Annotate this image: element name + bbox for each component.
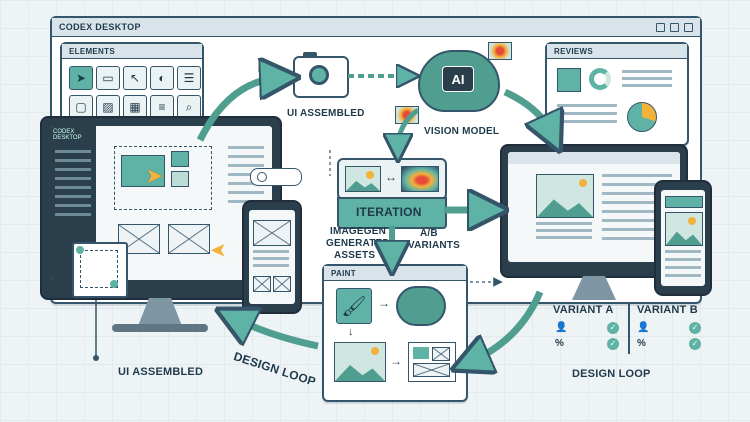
window-title: CODEX DESKTOP — [59, 22, 141, 32]
arrow-paint-to-monitor — [234, 318, 319, 350]
elements-panel-titlebar: ELEMENTS — [62, 44, 202, 59]
variant-divider — [628, 304, 630, 354]
rectangle-tool-icon[interactable]: ▭ — [96, 66, 120, 90]
right-phone-screen — [661, 190, 705, 286]
monitor-title: CODEX DESKTOP — [53, 129, 82, 141]
ellipse-tool-icon[interactable]: ◐ — [150, 66, 174, 90]
left-phone — [242, 200, 302, 314]
left-phone-screen — [249, 210, 295, 304]
review-thumb — [557, 68, 581, 92]
canvas-placeholder-2 — [168, 224, 210, 254]
paintbrush-icon: 🖌 — [336, 288, 372, 324]
monitor-base — [112, 324, 208, 332]
ab-label-1: A/B — [420, 228, 438, 239]
imagegen-label-1: IMAGEGEN — [330, 226, 387, 237]
percent-b: % — [637, 338, 647, 349]
paint-brain-icon — [396, 286, 446, 326]
design-loop-right-label: DESIGN LOOP — [572, 368, 651, 380]
iteration-image-thumb — [345, 166, 381, 192]
left-monitor: CODEX DESKTOP ➤ ➤ — [40, 116, 282, 332]
review-lines — [622, 70, 672, 88]
imagegen-label-2: GENERATED — [326, 238, 390, 249]
select-tool-icon[interactable]: ➤ — [69, 66, 93, 90]
heatmap-icon — [401, 166, 439, 192]
arrow-brain-to-iteration — [398, 107, 420, 148]
arrow-monitor-to-camera — [196, 78, 280, 142]
swap-icon: ↔ — [385, 170, 397, 184]
cursor-icon: ➤ — [145, 163, 164, 188]
right-screen-image-a — [536, 174, 594, 218]
review-donut-icon — [589, 68, 611, 90]
window-titlebar: CODEX DESKTOP — [52, 18, 700, 37]
close-button[interactable] — [684, 22, 693, 32]
ui-assembled-top-label: UI ASSEMBLED — [287, 108, 365, 119]
iteration-panel: ↔ — [337, 158, 447, 200]
grid-tool-icon[interactable]: ▦ — [123, 95, 147, 119]
paint-arrow-right-2: → — [390, 354, 402, 368]
paint-arrow-down: ↓ — [348, 326, 354, 338]
right-phone — [654, 180, 712, 296]
variant-a-label: VARIANT A — [553, 304, 614, 316]
review-text-lines — [557, 104, 617, 128]
vision-model-label: VISION MODEL — [424, 126, 500, 137]
ai-badge: AI — [442, 66, 474, 92]
reviews-panel: REVIEWS — [545, 42, 689, 146]
text-tool-icon[interactable]: ≡ — [150, 95, 174, 119]
paint-image-thumb — [334, 342, 386, 382]
reviews-panel-title: REVIEWS — [554, 46, 593, 56]
path-card — [72, 242, 128, 298]
list-tool-icon[interactable]: ☰ — [177, 66, 201, 90]
review-pie-icon — [627, 102, 657, 132]
pointer-tool-icon[interactable]: ↖ — [123, 66, 147, 90]
variant-b-label: VARIANT B — [637, 304, 698, 316]
maximize-button[interactable] — [670, 22, 679, 32]
slider-callout — [250, 168, 302, 186]
ui-assembled-bottom-label: UI ASSEMBLED — [118, 366, 204, 378]
right-monitor-screen — [508, 152, 680, 262]
reviews-panel-titlebar: REVIEWS — [547, 44, 687, 59]
right-phone-image — [665, 212, 703, 246]
minimize-button[interactable] — [656, 22, 665, 32]
user-icon-a: 👤 — [555, 322, 568, 333]
check-icon-b1: ✓ — [689, 322, 701, 334]
check-icon-b2: ✓ — [689, 338, 701, 350]
canvas-selection: ➤ — [114, 146, 212, 210]
paint-arrow-right: → — [378, 296, 390, 310]
check-icon-a1: ✓ — [607, 322, 619, 334]
zoom-tool-icon[interactable]: ⌕ — [177, 95, 201, 119]
variants-box: VARIANT A VARIANT B 👤 ✓ % ✓ 👤 ✓ % ✓ — [545, 300, 705, 356]
percent-a: % — [555, 338, 565, 349]
paint-panel: PAINT 🖌 → ↓ → — [322, 264, 468, 402]
check-icon-a2: ✓ — [607, 338, 619, 350]
iteration-bar — [337, 197, 447, 229]
iteration-label: ITERATION — [356, 205, 422, 219]
paint-panel-title: PAINT — [331, 268, 356, 278]
ab-label-2: VARIANTS — [408, 240, 460, 251]
imagegen-label-3: ASSETS — [334, 250, 376, 261]
heatmap-thumb-top — [488, 42, 512, 60]
arrow-right-to-paint — [470, 290, 544, 362]
elements-panel-title: ELEMENTS — [69, 46, 115, 56]
arrow-brain-to-reviews — [503, 88, 552, 134]
user-icon-b: 👤 — [637, 322, 650, 333]
